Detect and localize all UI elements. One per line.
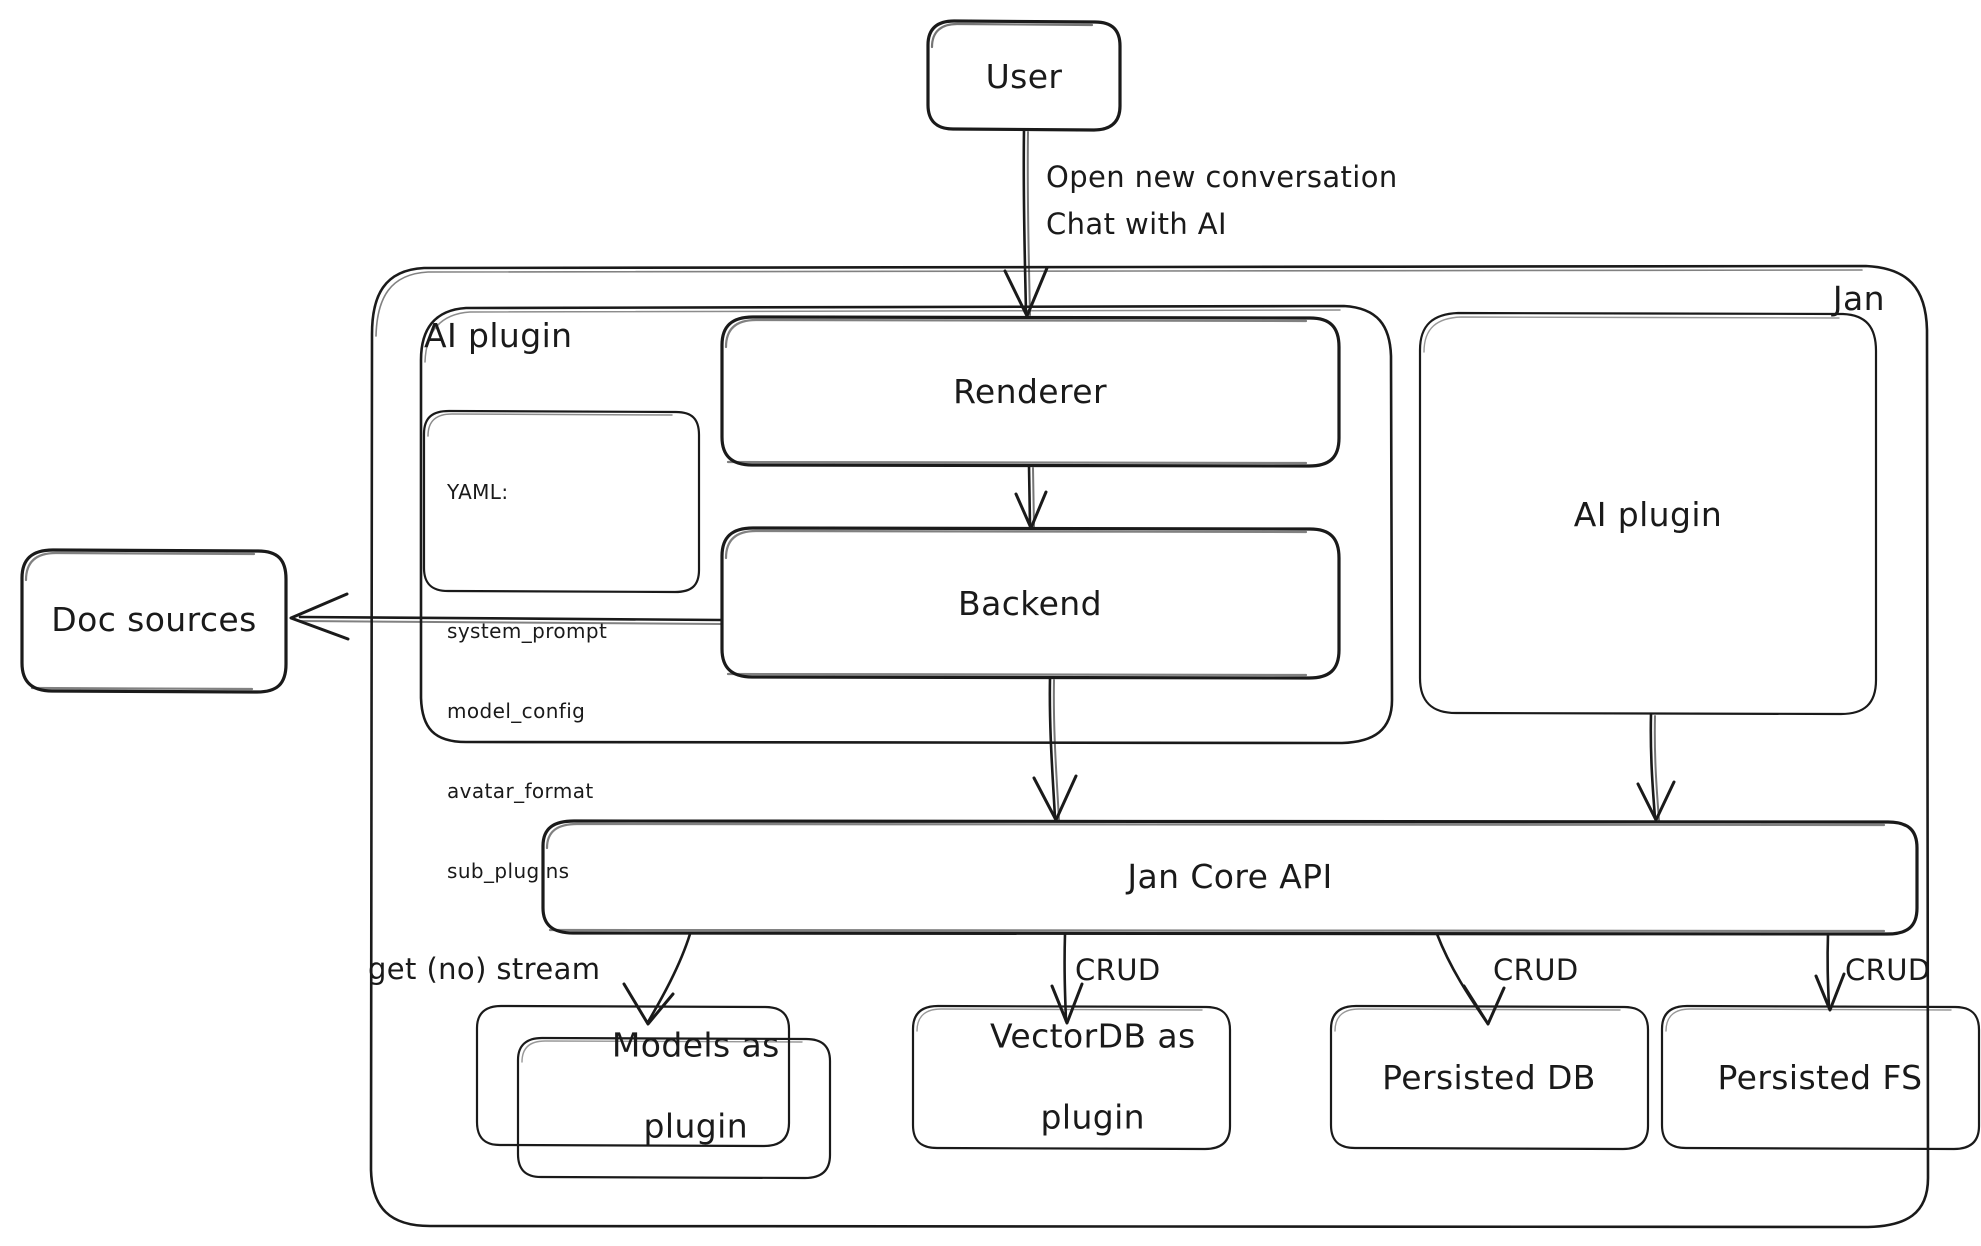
- yaml-note-key-avatar-format: avatar_format: [447, 778, 594, 803]
- node-vectordb-plugin-shape[interactable]: [911, 1004, 1232, 1151]
- edge-ai-plugin-to-core: [1636, 712, 1676, 822]
- node-label-doc-sources: Doc sources: [51, 599, 257, 639]
- node-yaml-note-shape: [422, 409, 701, 594]
- node-label-ai-plugin-right: AI plugin: [1573, 494, 1723, 534]
- node-models-plugin-shape-front[interactable]: [516, 1036, 832, 1180]
- node-label-persisted-db: Persisted DB: [1382, 1057, 1596, 1097]
- node-label-models-plugin-line2: plugin: [643, 1106, 749, 1146]
- edge-core-to-persisted-db: [1435, 932, 1506, 1026]
- edge-renderer-to-backend: [1014, 464, 1048, 530]
- edge-backend-to-core: [1032, 676, 1078, 822]
- edge-core-to-persisted-fs: [1814, 932, 1846, 1012]
- node-persisted-db-shape[interactable]: [1329, 1004, 1650, 1151]
- edge-label-core-to-persisted-db: CRUD: [1493, 953, 1579, 987]
- node-label-user: User: [985, 56, 1063, 96]
- node-label-models-plugin: Models as plugin: [568, 985, 779, 1186]
- yaml-note-spacer: [447, 559, 607, 565]
- node-user-shape[interactable]: [926, 19, 1122, 132]
- node-label-renderer: Renderer: [953, 371, 1107, 411]
- yaml-note-text: YAML: system_prompt model_config avatar_…: [447, 426, 607, 937]
- node-ai-plugin-right-shape[interactable]: [1418, 311, 1878, 716]
- edge-label-user-to-renderer-line1: Open new conversation: [1046, 160, 1398, 194]
- node-doc-sources-shape[interactable]: [20, 548, 288, 694]
- node-jan-core-api-shape[interactable]: [541, 819, 1919, 936]
- node-label-vectordb-plugin: VectorDB as plugin: [946, 976, 1195, 1177]
- node-renderer-shape[interactable]: [720, 315, 1341, 468]
- node-label-jan-core-api: Jan Core API: [1127, 856, 1333, 896]
- container-label-jan: Jan: [1832, 279, 1885, 318]
- yaml-note-key-sub-plugins: sub_plugins: [447, 858, 570, 883]
- edge-label-core-to-models: get (no) stream: [368, 952, 601, 986]
- edge-user-to-renderer: [1003, 128, 1049, 318]
- edge-core-to-models: [622, 932, 692, 1026]
- edge-core-to-vectordb: [1050, 932, 1084, 1025]
- yaml-note-heading: YAML:: [447, 480, 509, 505]
- yaml-note-key-system-prompt: system_prompt: [447, 619, 608, 644]
- edge-backend-to-doc-sources: [289, 592, 724, 641]
- container-ai-plugin-group-outline: [419, 304, 1394, 745]
- node-label-backend: Backend: [958, 583, 1102, 623]
- node-label-persisted-fs: Persisted FS: [1717, 1057, 1923, 1097]
- edge-label-user-to-renderer-line2: Chat with AI: [1046, 207, 1227, 241]
- container-jan-outline: [369, 264, 1930, 1229]
- edge-label-core-to-persisted-fs: CRUD: [1845, 953, 1931, 987]
- node-models-plugin-shape-back[interactable]: [475, 1004, 791, 1148]
- yaml-note-key-model-config: model_config: [447, 698, 586, 723]
- node-persisted-fs-shape[interactable]: [1660, 1004, 1981, 1151]
- edge-label-core-to-vectordb: CRUD: [1075, 953, 1161, 987]
- node-label-models-plugin-line1: Models as: [611, 1025, 780, 1065]
- node-label-vectordb-plugin-line2: plugin: [1040, 1097, 1146, 1137]
- container-label-ai-plugin-group: AI plugin: [424, 316, 573, 355]
- node-label-vectordb-plugin-line1: VectorDB as: [990, 1016, 1196, 1056]
- node-backend-shape[interactable]: [720, 526, 1341, 680]
